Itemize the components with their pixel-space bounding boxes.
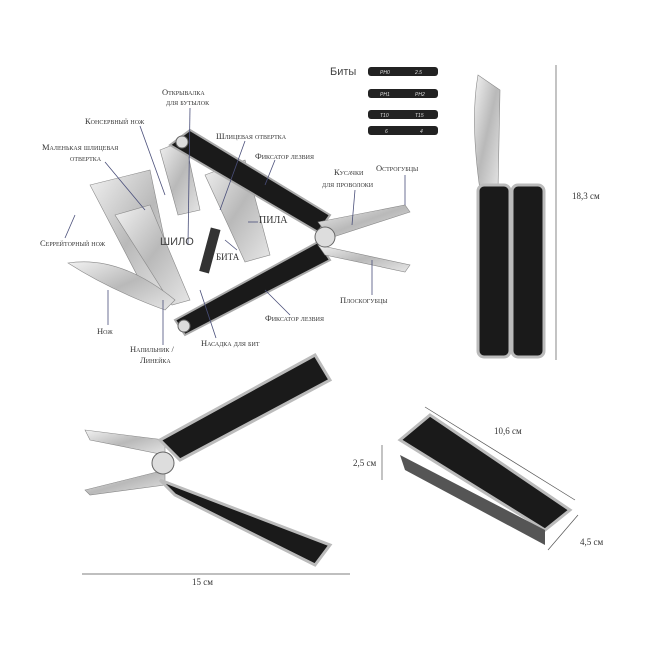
label-needle-nose: Острогубцы bbox=[376, 163, 419, 173]
bit-2-a: PH1 bbox=[380, 92, 390, 98]
closed-multitool-iso bbox=[381, 406, 579, 551]
label-file: Напильник / bbox=[130, 344, 174, 354]
label-knife: Нож bbox=[97, 326, 113, 336]
label-can-opener: Консервный нож bbox=[85, 116, 145, 126]
bit-2-b: PH2 bbox=[415, 92, 425, 98]
label-pliers: Плоскогубцы bbox=[340, 295, 388, 305]
dim-length: 10,6 см bbox=[494, 426, 522, 436]
bits-illustration bbox=[368, 67, 438, 135]
label-bottle-opener: Открывалка bbox=[162, 87, 205, 97]
label-wire-cutter-2: для проволоки bbox=[322, 179, 374, 189]
label-blade-lock-bottom: Фиксатор лезвия bbox=[265, 313, 324, 323]
bit-1-a: PH0 bbox=[380, 70, 390, 76]
label-flat-screwdriver: Шлицевая отвертка bbox=[216, 131, 287, 141]
label-bit-holder: Насадка для бит bbox=[201, 338, 260, 348]
bit-4-a: 6 bbox=[385, 129, 388, 135]
open-multitool bbox=[67, 128, 411, 337]
open-multitool-bottom bbox=[82, 352, 350, 575]
bit-3-a: T10 bbox=[380, 113, 389, 119]
label-small-screwdriver: Маленькая шлицевая bbox=[42, 142, 119, 152]
label-awl: ШИЛО bbox=[160, 236, 194, 248]
label-saw: ПИЛА bbox=[259, 215, 288, 226]
dim-width: 4,5 см bbox=[580, 537, 604, 547]
label-small-screwdriver-2: отвертка bbox=[70, 153, 102, 163]
label-wire-cutter: Кусачки bbox=[334, 167, 364, 177]
label-blade-lock-top: Фиксатор лезвия bbox=[255, 151, 314, 161]
bit-4-b: 4 bbox=[420, 129, 423, 135]
label-ruler: Линейка bbox=[140, 355, 171, 365]
bit-1-b: 2.5 bbox=[414, 70, 422, 76]
dim-thickness: 2,5 см bbox=[353, 458, 377, 468]
bit-3-b: T15 bbox=[415, 113, 424, 119]
leader-lines bbox=[64, 107, 406, 345]
label-bottle-opener-2: для бутылок bbox=[166, 97, 210, 107]
dim-open-length: 15 см bbox=[192, 577, 213, 587]
dim-closed-length: 18,3 см bbox=[572, 191, 600, 201]
label-bit: БИТА bbox=[216, 252, 240, 262]
label-bits-title: Биты bbox=[330, 66, 357, 78]
closed-multitool-vertical bbox=[474, 65, 557, 360]
label-serrated-knife: Серрейторный нож bbox=[40, 238, 106, 248]
